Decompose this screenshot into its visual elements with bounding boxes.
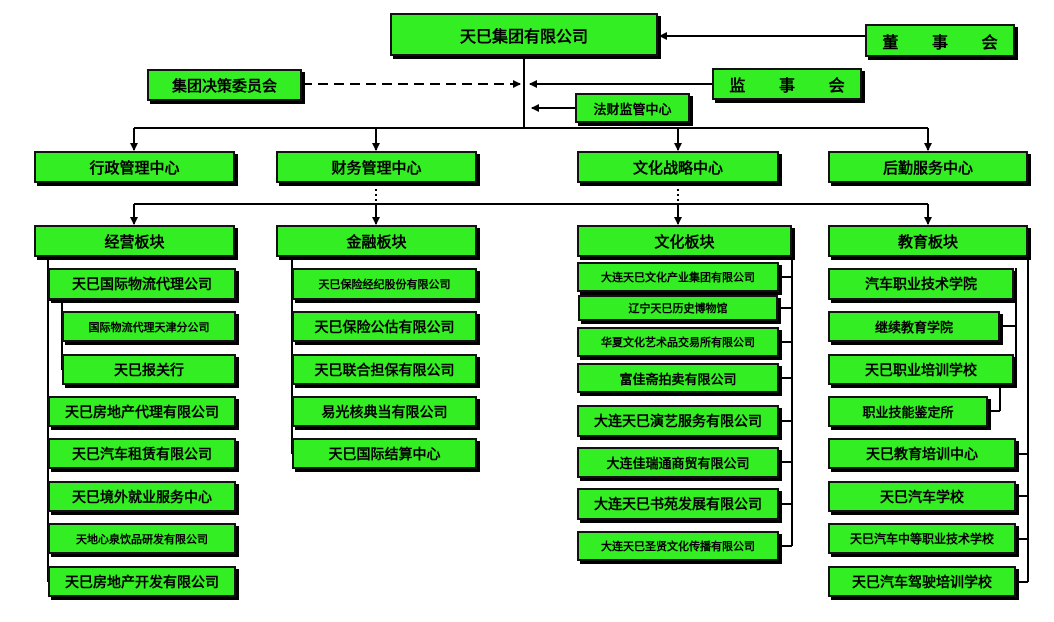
finance-sector-header: 金融板块 xyxy=(276,225,477,257)
business-item: 天巳汽车租赁有限公司 xyxy=(48,438,236,469)
education-item: 天巳职业培训学校 xyxy=(828,354,1014,385)
board-box: 董 事 会 xyxy=(865,24,1015,57)
culture-item: 华夏文化艺术品交易所有限公司 xyxy=(577,327,779,357)
culture-item: 大连天巳圣贤文化传播有限公司 xyxy=(577,531,779,561)
logistics-center-box: 后勤服务中心 xyxy=(828,151,1028,183)
business-sector-header: 经营板块 xyxy=(34,225,235,257)
legal-center-box: 法财监管中心 xyxy=(575,93,690,123)
business-item: 国际物流代理天津分公司 xyxy=(62,311,236,342)
finance-item: 天巳国际结算中心 xyxy=(292,438,477,469)
education-sector-header: 教育板块 xyxy=(828,225,1028,257)
education-item: 继续教育学院 xyxy=(828,311,1000,342)
supervisors-box: 监 事 会 xyxy=(712,68,862,100)
education-item: 汽车职业技术学院 xyxy=(828,268,1014,300)
group-company-box: 天巳集团有限公司 xyxy=(390,13,658,56)
culture-center-box: 文化战略中心 xyxy=(577,151,779,183)
education-item: 天巳汽车驾驶培训学校 xyxy=(828,566,1016,597)
finance-item: 天巳保险公估有限公司 xyxy=(292,311,477,342)
business-item: 天巳国际物流代理公司 xyxy=(48,268,236,300)
finance-item: 天巳保险经纪股份有限公司 xyxy=(292,268,477,300)
education-item: 天巳教育培训中心 xyxy=(828,438,1016,469)
culture-item: 大连天巳文化产业集团有限公司 xyxy=(577,262,779,292)
culture-item: 富佳斋拍卖有限公司 xyxy=(577,363,779,393)
business-item: 天巳境外就业服务中心 xyxy=(48,481,236,512)
culture-item: 大连天巳演艺服务有限公司 xyxy=(577,405,779,437)
business-item: 天巳报关行 xyxy=(62,354,236,385)
business-item: 天巳房地产代理有限公司 xyxy=(48,396,236,427)
culture-item: 大连天巳书苑发展有限公司 xyxy=(577,488,779,520)
business-item: 天地心泉饮品研发有限公司 xyxy=(48,523,236,554)
culture-item: 大连佳瑞通商贸有限公司 xyxy=(577,447,779,478)
education-item: 职业技能鉴定所 xyxy=(828,396,988,427)
culture-sector-header: 文化板块 xyxy=(577,225,792,257)
finance-item: 易光核典当有限公司 xyxy=(292,396,477,427)
business-item: 天巳房地产开发有限公司 xyxy=(48,566,236,597)
committee-box: 集团决策委员会 xyxy=(147,69,302,101)
admin-center-box: 行政管理中心 xyxy=(34,151,235,183)
education-item: 天巳汽车中等职业技术学校 xyxy=(828,523,1016,554)
education-item: 天巳汽车学校 xyxy=(828,481,1016,512)
finance-item: 天巳联合担保有限公司 xyxy=(292,354,477,385)
finance-center-box: 财务管理中心 xyxy=(276,151,477,183)
culture-item: 辽宁天巳历史博物馆 xyxy=(578,295,778,321)
